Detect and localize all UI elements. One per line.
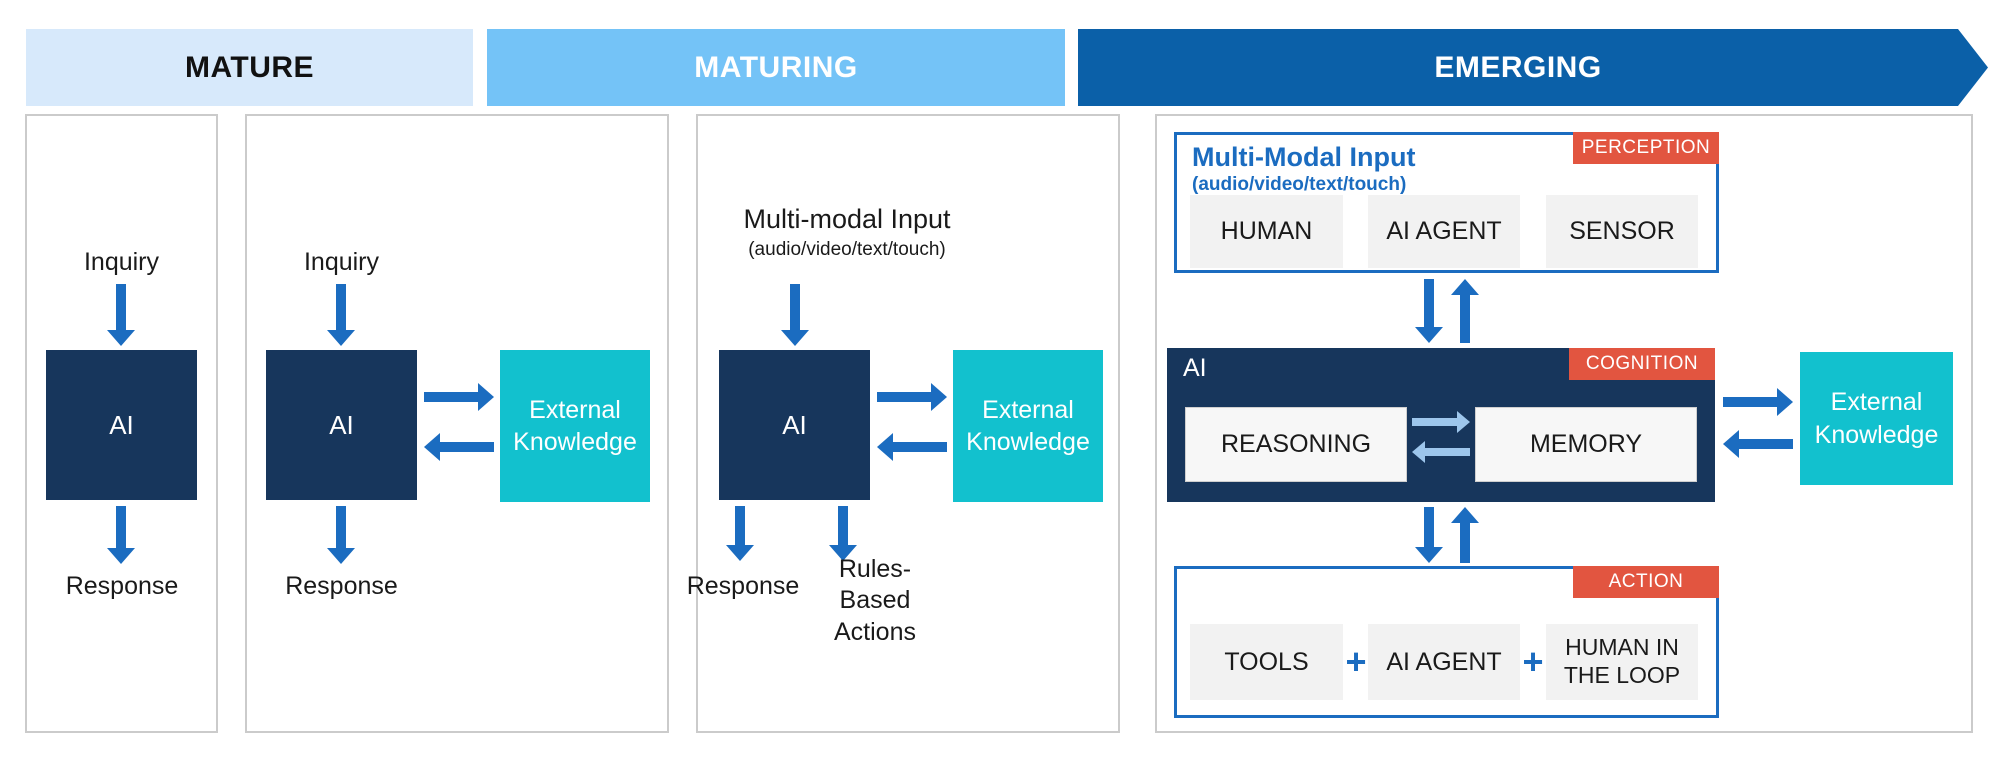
panel2-output-arrow-icon bbox=[327, 506, 355, 564]
cognition-to-action-arrow-icon bbox=[1415, 507, 1443, 563]
cognition-item-reasoning: REASONING bbox=[1185, 407, 1407, 482]
perception-tag: PERCEPTION bbox=[1573, 132, 1719, 164]
reasoning-to-memory-arrow-icon bbox=[1412, 411, 1470, 433]
panel3-output-response-label: Response bbox=[686, 571, 800, 600]
stage-label-maturing: MATURING bbox=[694, 50, 858, 84]
panel3-external-knowledge-box: External Knowledge bbox=[953, 350, 1103, 502]
action-tag: ACTION bbox=[1573, 566, 1719, 598]
panel1-output-arrow-icon bbox=[107, 506, 135, 564]
panel3-ai-to-knowledge-arrow-icon bbox=[877, 383, 947, 411]
panel2-ai-label: AI bbox=[329, 409, 354, 440]
panel2-input-label: Inquiry bbox=[303, 247, 380, 276]
panel1-input-arrow-icon bbox=[107, 284, 135, 346]
panel1-output-label: Response bbox=[65, 571, 179, 600]
panel2-external-knowledge-box: External Knowledge bbox=[500, 350, 650, 502]
action-to-cognition-arrow-icon bbox=[1451, 507, 1479, 563]
panel1-ai-box: AI bbox=[46, 350, 197, 500]
stage-bar-mature: MATURE bbox=[26, 29, 473, 106]
panel2-output-label: Response bbox=[285, 571, 398, 600]
cognition-to-perception-arrow-icon bbox=[1451, 279, 1479, 343]
panel3-response-arrow-icon bbox=[726, 506, 754, 561]
panel3-ai-box: AI bbox=[719, 350, 870, 500]
panel3-knowledge-to-ai-arrow-icon bbox=[877, 433, 947, 461]
cognition-ai-label: AI bbox=[1183, 354, 1207, 382]
perception-title: Multi-Modal Input bbox=[1192, 142, 1416, 172]
stage-label-mature: MATURE bbox=[184, 50, 315, 84]
stage-label-emerging: EMERGING bbox=[1434, 50, 1602, 84]
panel3-actions-arrow-icon bbox=[829, 506, 857, 561]
knowledge-to-cognition-arrow-icon bbox=[1723, 430, 1793, 458]
cognition-to-knowledge-arrow-icon bbox=[1723, 388, 1793, 416]
plus-icon: + bbox=[1345, 641, 1367, 682]
plus-icon: + bbox=[1522, 641, 1544, 682]
panel2-ai-to-knowledge-arrow-icon bbox=[424, 383, 494, 411]
panel3-input-subtitle: (audio/video/text/touch) bbox=[748, 239, 946, 260]
cognition-item-memory: MEMORY bbox=[1475, 407, 1697, 482]
perception-item-sensor: SENSOR bbox=[1546, 195, 1698, 268]
panel2-ai-box: AI bbox=[266, 350, 417, 500]
perception-item-ai-agent: AI AGENT bbox=[1368, 195, 1520, 268]
action-item-tools: TOOLS bbox=[1190, 624, 1343, 700]
cognition-tag: COGNITION bbox=[1569, 348, 1715, 380]
perception-subtitle: (audio/video/text/touch) bbox=[1192, 174, 1407, 195]
perception-to-cognition-arrow-icon bbox=[1415, 279, 1443, 343]
panel2-input-arrow-icon bbox=[327, 284, 355, 346]
panel3-ai-label: AI bbox=[782, 409, 807, 440]
panel1-ai-label: AI bbox=[109, 409, 134, 440]
stage-bar-emerging: EMERGING bbox=[1078, 29, 1988, 106]
perception-item-human: HUMAN bbox=[1190, 195, 1343, 268]
panel2-knowledge-to-ai-arrow-icon bbox=[424, 433, 494, 461]
stage-bar-maturing: MATURING bbox=[487, 29, 1065, 106]
panel4-external-knowledge-box: External Knowledge bbox=[1800, 352, 1953, 485]
panel3-output-actions-label: Rules-Based Actions bbox=[834, 555, 916, 646]
panel1-input-label: Inquiry bbox=[83, 247, 160, 276]
action-item-human-in-the-loop: HUMAN IN THE LOOP bbox=[1546, 624, 1698, 700]
panel3-input-title: Multi-modal Input bbox=[743, 203, 951, 234]
action-item-ai-agent: AI AGENT bbox=[1368, 624, 1520, 700]
panel3-input-arrow-icon bbox=[781, 284, 809, 346]
memory-to-reasoning-arrow-icon bbox=[1412, 441, 1470, 463]
